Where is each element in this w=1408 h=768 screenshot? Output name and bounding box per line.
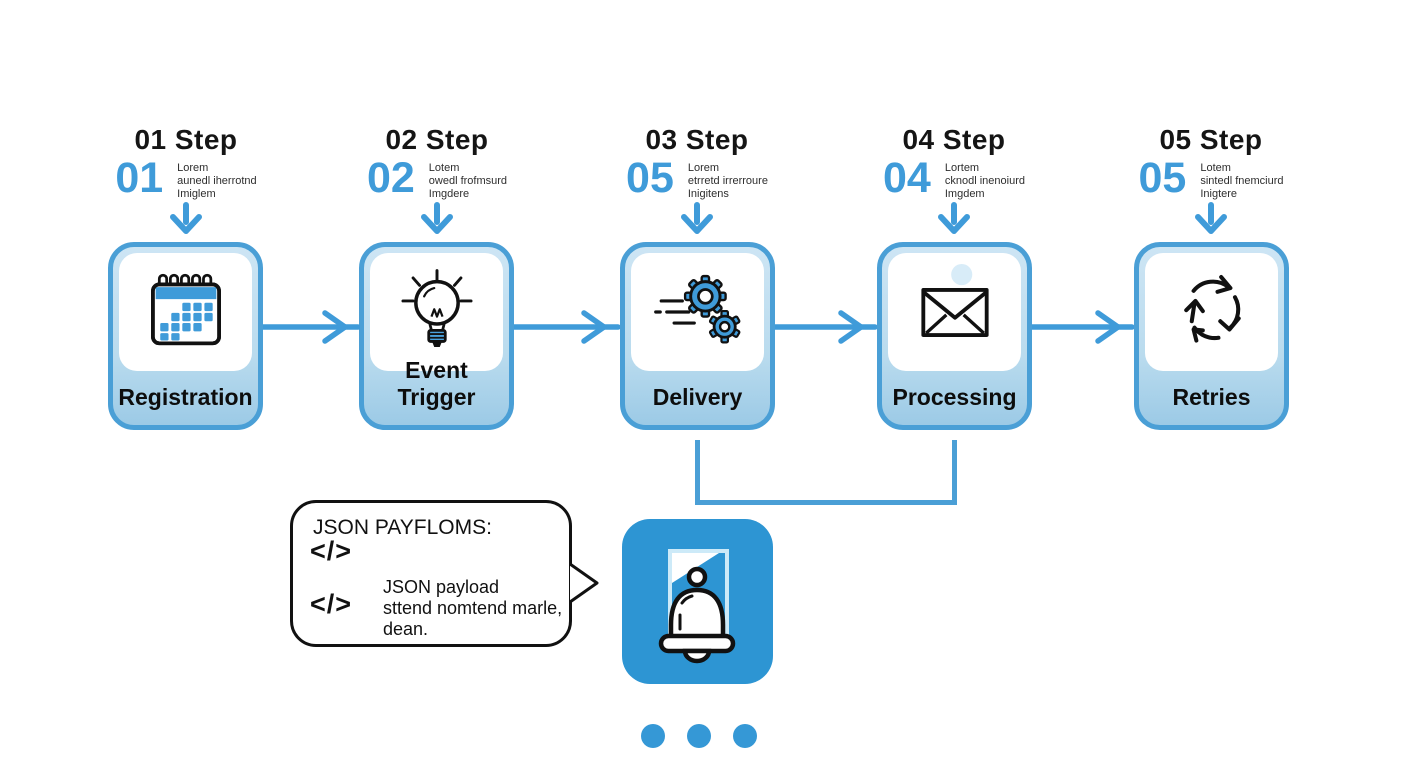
lightbulb-icon xyxy=(400,269,473,347)
desc-line: etrretd irrerroure xyxy=(687,175,768,187)
card-icon-panel xyxy=(370,253,503,371)
code-icon: </> xyxy=(310,589,353,619)
speech-bubble: JSON PAYFLOMS: </> JSON payload sttend n… xyxy=(290,500,572,647)
step-title: 01 Step xyxy=(134,124,238,155)
bubble-title: JSON PAYFLOMS: xyxy=(313,516,492,539)
step-title: 05 Step xyxy=(1159,124,1263,155)
step-description: Lorem etrretd irrerroure Inigitens xyxy=(688,158,768,201)
step-description: Lotem owedl frofmsurd Imgdere xyxy=(429,158,507,201)
desc-line: Lorem xyxy=(687,162,720,174)
code-icon: </> xyxy=(310,536,353,566)
pagination-dot-3[interactable] xyxy=(733,724,757,748)
desc-line: Inigtere xyxy=(1200,188,1238,200)
bubble-body-line: sttend nomtend marle, xyxy=(383,598,563,618)
desc-line: Lorem xyxy=(177,162,209,174)
step-card-processing: Processing xyxy=(877,242,1032,430)
desc-line: Inigitens xyxy=(687,188,729,200)
card-icon-panel xyxy=(631,253,764,371)
card-label: Delivery xyxy=(652,384,743,410)
bubble-body-line: JSON payload xyxy=(383,577,500,597)
step-number: 02 xyxy=(366,154,415,202)
bubble-pointer xyxy=(569,562,599,604)
step-description: Lotem sintedl fnemciurd Inigtere xyxy=(1200,158,1283,201)
step-number: 01 xyxy=(115,154,164,202)
calendar-icon xyxy=(150,273,221,346)
connector-line-right xyxy=(952,440,957,505)
step-number: 05 xyxy=(1138,154,1187,202)
step-card-event-trigger: Event Trigger xyxy=(359,242,514,430)
step-card-delivery: Delivery xyxy=(620,242,775,430)
step-title: 04 Step xyxy=(902,124,1006,155)
desc-line: Lotem xyxy=(1200,162,1231,174)
step-card-retries: Retries xyxy=(1134,242,1289,430)
desc-line: Imgdere xyxy=(428,188,470,200)
step-description: Lorem aunedl iherrotnd Imiglem xyxy=(177,158,257,201)
bubble-body-text: JSON payload sttend nomtend marle, dean. xyxy=(383,577,562,640)
notification-tile xyxy=(622,519,773,684)
arrow-down-icon xyxy=(421,202,453,234)
desc-line: Imgdem xyxy=(944,188,985,200)
card-icon-panel xyxy=(888,253,1021,371)
connector-line-bottom xyxy=(695,500,957,505)
envelope-icon xyxy=(920,264,989,337)
arrow-down-icon xyxy=(938,202,970,234)
step-description: Lortem cknodl inenoiurd Imgdem xyxy=(945,158,1025,201)
step-title: 03 Step xyxy=(645,124,749,155)
desc-line: Lortem xyxy=(944,162,980,174)
retries-icon xyxy=(1183,275,1241,343)
card-icon-panel xyxy=(1145,253,1278,371)
card-label: Event Trigger xyxy=(397,357,476,410)
step-header-1: 01 Step 01 Lorem aunedl iherrotnd Imigle… xyxy=(71,124,301,201)
step-title: 02 Step xyxy=(385,124,489,155)
pagination-dot-1[interactable] xyxy=(641,724,665,748)
desc-line: Imiglem xyxy=(177,188,216,200)
arrow-right-icon xyxy=(1032,310,1134,344)
step-number: 04 xyxy=(883,154,931,202)
desc-line: owedl frofmsurd xyxy=(428,175,508,187)
arrow-down-icon xyxy=(681,202,713,234)
pagination-dot-2[interactable] xyxy=(687,724,711,748)
step-card-registration: Registration xyxy=(108,242,263,430)
arrow-right-icon xyxy=(514,310,620,344)
arrow-right-icon xyxy=(775,310,877,344)
card-label: Retries xyxy=(1172,384,1251,410)
step-header-2: 02 Step 02 Lotem owedl frofmsurd Imgdere xyxy=(322,124,552,201)
connector-line-left xyxy=(695,440,700,505)
desc-line: Lotem xyxy=(428,162,460,174)
step-header-3: 03 Step 05 Lorem etrretd irrerroure Inig… xyxy=(582,124,812,201)
arrow-right-icon xyxy=(263,310,360,344)
desc-line: cknodl inenoiurd xyxy=(944,175,1025,187)
desc-line: aunedl iherrotnd xyxy=(177,175,257,187)
step-header-4: 04 Step 04 Lortem cknodl inenoiurd Imgde… xyxy=(839,124,1069,201)
arrow-down-icon xyxy=(1195,202,1227,234)
card-label: Processing xyxy=(892,384,1017,410)
step-header-5: 05 Step 05 Lotem sintedl fnemciurd Inigt… xyxy=(1096,124,1326,201)
desc-line: sintedl fnemciurd xyxy=(1200,175,1284,187)
step-number: 05 xyxy=(626,154,674,202)
card-icon-panel xyxy=(119,253,252,371)
arrow-down-icon xyxy=(170,202,202,234)
card-label: Registration xyxy=(118,384,253,410)
gears-icon xyxy=(653,274,740,344)
bell-icon xyxy=(658,549,736,664)
bubble-body-line: dean. xyxy=(383,619,429,639)
